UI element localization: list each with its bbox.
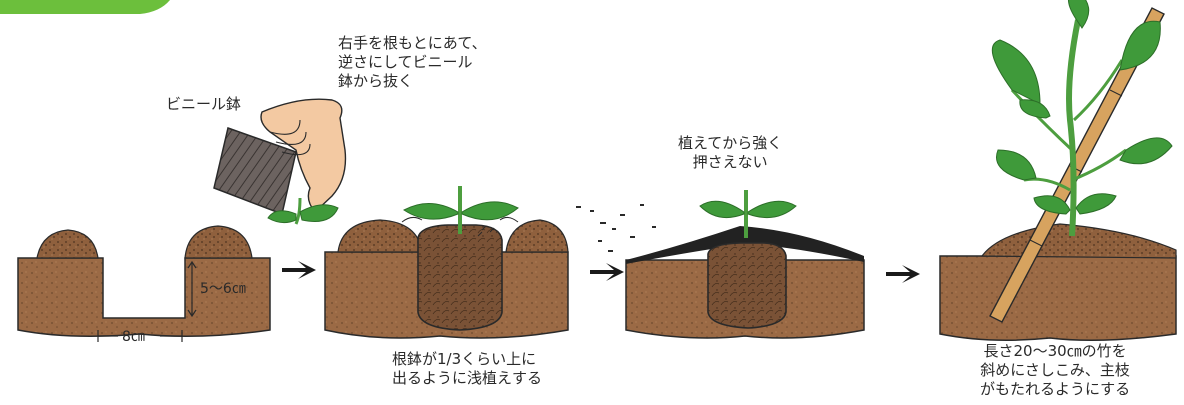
step3-leaf-right: [747, 200, 797, 219]
step2-leaf-left: [403, 203, 459, 220]
hand-holding-pot-icon: [213, 98, 347, 225]
step2-leaf-right: [461, 201, 519, 221]
step2-root-ball: [417, 224, 503, 331]
step4-leaves: [991, 0, 1173, 215]
step1-soil: [17, 257, 271, 337]
label-no-press: 植えてから強く 押さえない: [678, 134, 783, 171]
step2-planting-group: [324, 186, 569, 339]
step3-root-ball: [707, 242, 787, 329]
scattered-soil: [576, 204, 656, 252]
label-hand-instruction: 右手を根もとにあて、 逆さにしてビニール 鉢から抜く: [338, 34, 487, 90]
dim-depth: 5〜6㎝: [200, 281, 246, 297]
step3-covered-group: [625, 190, 865, 339]
step3-leaf-left: [699, 200, 745, 219]
step2-mound-left: [337, 219, 423, 253]
bamboo-stake-icon: [989, 7, 1165, 323]
label-pot: ビニール鉢: [166, 95, 242, 113]
dim-width: 8㎝: [122, 329, 145, 345]
step4-mound: [980, 223, 1177, 259]
step-arrow-icon: [590, 263, 624, 281]
step4-staked-group: [939, 0, 1177, 341]
label-stake: 長さ20〜30㎝の竹を 斜めにさしこみ、主枝 がもたれるようにする: [980, 342, 1131, 398]
label-shallow: 根鉢が1/3くらい上に 出るように浅植えする: [392, 350, 543, 387]
step2-mound-right: [505, 219, 569, 253]
step1-mound-right: [184, 225, 253, 259]
step4-soil: [939, 255, 1177, 341]
step1-mound-left: [36, 229, 99, 259]
step-arrow-icon: [886, 265, 920, 283]
step-arrow-icon: [282, 261, 316, 279]
step1-hole-group: [17, 225, 271, 342]
main-stem: [1066, 19, 1081, 237]
upside-down-seedling: [294, 197, 302, 225]
header-tab: [0, 0, 170, 14]
